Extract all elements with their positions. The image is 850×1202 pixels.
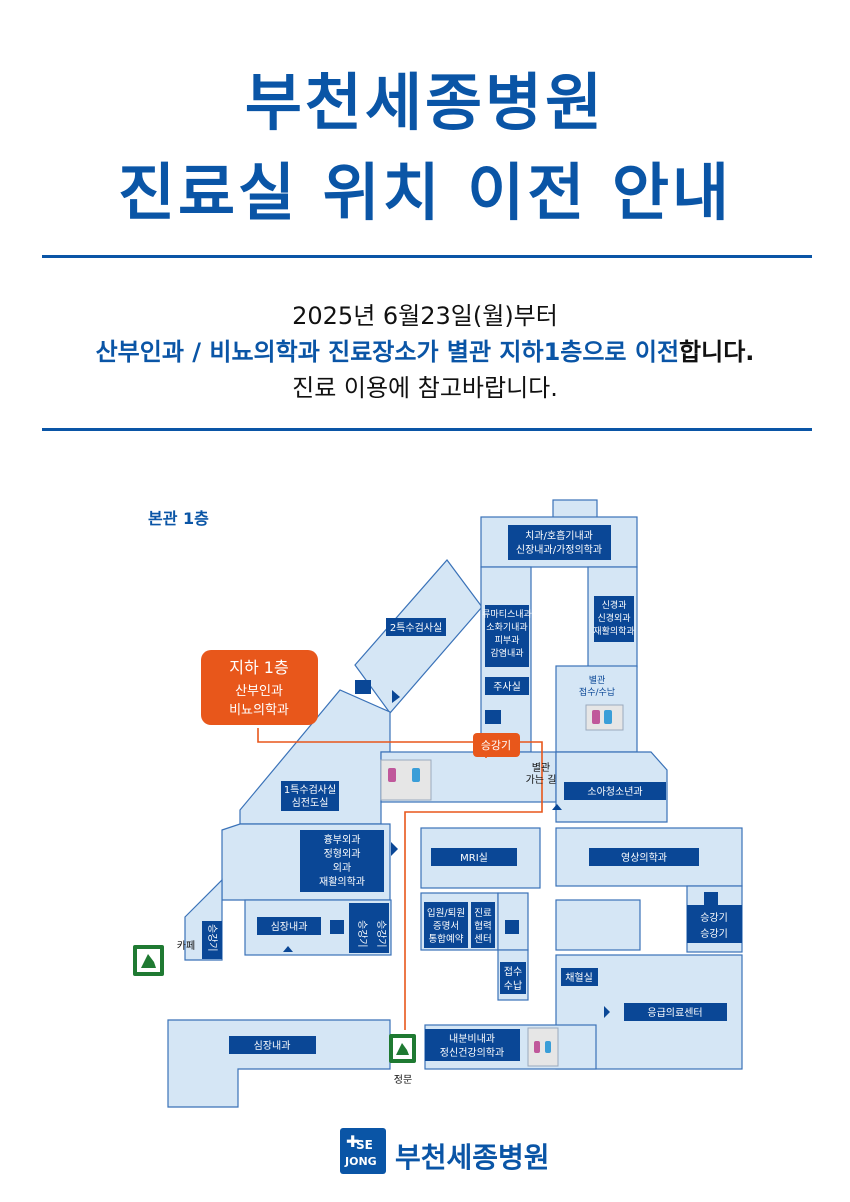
footer-hospital-name: 부천세종병원: [395, 1141, 550, 1174]
room-chest2: 정형외과: [324, 848, 361, 860]
cross-icon: ✚: [346, 1132, 360, 1151]
room-rheum2: 소화기내과: [486, 622, 527, 633]
annex-reception-line1: 별관: [589, 675, 606, 686]
room-elev-left: 승강기: [206, 924, 218, 952]
floor-label: 본관 1층: [148, 509, 209, 528]
room-blood: 채혈실: [565, 971, 593, 984]
room-injection: 주사실: [493, 681, 521, 693]
notice-reference: 진료 이용에 참고바랍니다.: [292, 374, 558, 402]
logo-se: SE: [356, 1138, 373, 1152]
room-endo2: 정신건강의학과: [440, 1047, 504, 1059]
room-neuro3: 재활의학과: [593, 625, 634, 637]
gate-label: 정문: [394, 1074, 412, 1086]
room-coop2: 협력: [474, 920, 491, 932]
callout-title: 지하 1층: [229, 658, 288, 677]
annex-reception-line2: 접수/수납: [579, 686, 615, 698]
room-neuro2: 신경외과: [597, 612, 630, 624]
room-rheum1: 류마티스내과: [482, 609, 532, 620]
room-special1a: 1특수검사실: [284, 784, 336, 796]
room-coop3: 센터: [474, 934, 491, 945]
room-elev-b: 승강기: [375, 920, 387, 948]
room-mri: MRI실: [460, 852, 488, 864]
room-coop1: 진료: [474, 908, 492, 919]
room-radiology: 영상의학과: [621, 852, 667, 864]
title-line2: 진료실 위치 이전 안내: [117, 156, 733, 229]
room-pediatric: 소아청소년과: [587, 786, 642, 798]
room-special1b: 심전도실: [292, 797, 329, 809]
notice-tail: 합니다.: [679, 338, 755, 366]
room-rheum3: 피부과: [495, 635, 520, 646]
title-line1: 부천세종병원: [244, 66, 606, 139]
notice-main: 산부인과 / 비뇨의학과 진료장소가 별관 지하1층으로 이전합니다.: [0, 332, 850, 367]
callout-line1: 산부인과: [235, 684, 283, 699]
room-dental: 치과/호흡기내과: [525, 529, 593, 542]
room-elev-c: 승강기: [700, 912, 728, 924]
room-reception1: 접수: [504, 966, 522, 978]
room-admission2: 증명서: [433, 921, 459, 932]
room-reception2: 수납: [504, 980, 522, 992]
room-emergency: 응급의료센터: [647, 1007, 702, 1019]
room-chest4: 재활의학과: [319, 875, 365, 888]
notice-highlight: 산부인과 / 비뇨의학과 진료장소가 별관 지하1층으로 이전: [95, 338, 680, 366]
hospital-logo: ✚ SE JONG: [340, 1128, 386, 1174]
room-chest1: 흉부외과: [324, 833, 361, 846]
room-neuro1: 신경과: [602, 599, 627, 611]
room-endo1: 내분비내과: [449, 1033, 495, 1045]
room-cardio-small: 심장내과: [271, 921, 308, 933]
room-admission3: 통합예약: [429, 933, 464, 945]
room-elev-d: 승강기: [700, 928, 728, 940]
logo-jong: JONG: [345, 1155, 377, 1168]
room-rheum4: 감염내과: [490, 647, 523, 659]
bottom-divider: [42, 428, 812, 431]
room-cardio-big: 심장내과: [254, 1040, 291, 1052]
room-admission1: 입원/퇴원: [427, 907, 465, 919]
room-dental2: 신장내과/가정의학과: [516, 544, 602, 556]
room-chest3: 외과: [333, 862, 351, 874]
room-elev-a: 승강기: [356, 920, 368, 948]
room-special2: 2특수검사실: [390, 622, 442, 634]
top-divider: [42, 255, 812, 258]
callout-line2: 비뇨의학과: [229, 703, 289, 718]
annex-path-line1: 별관: [532, 762, 550, 774]
notice-date: 2025년 6월23일(월)부터: [292, 302, 558, 330]
cafe-label: 카페: [177, 940, 195, 952]
annex-path-line2: 가는 길: [526, 773, 557, 786]
main-elevator-label: 승강기: [481, 739, 511, 752]
